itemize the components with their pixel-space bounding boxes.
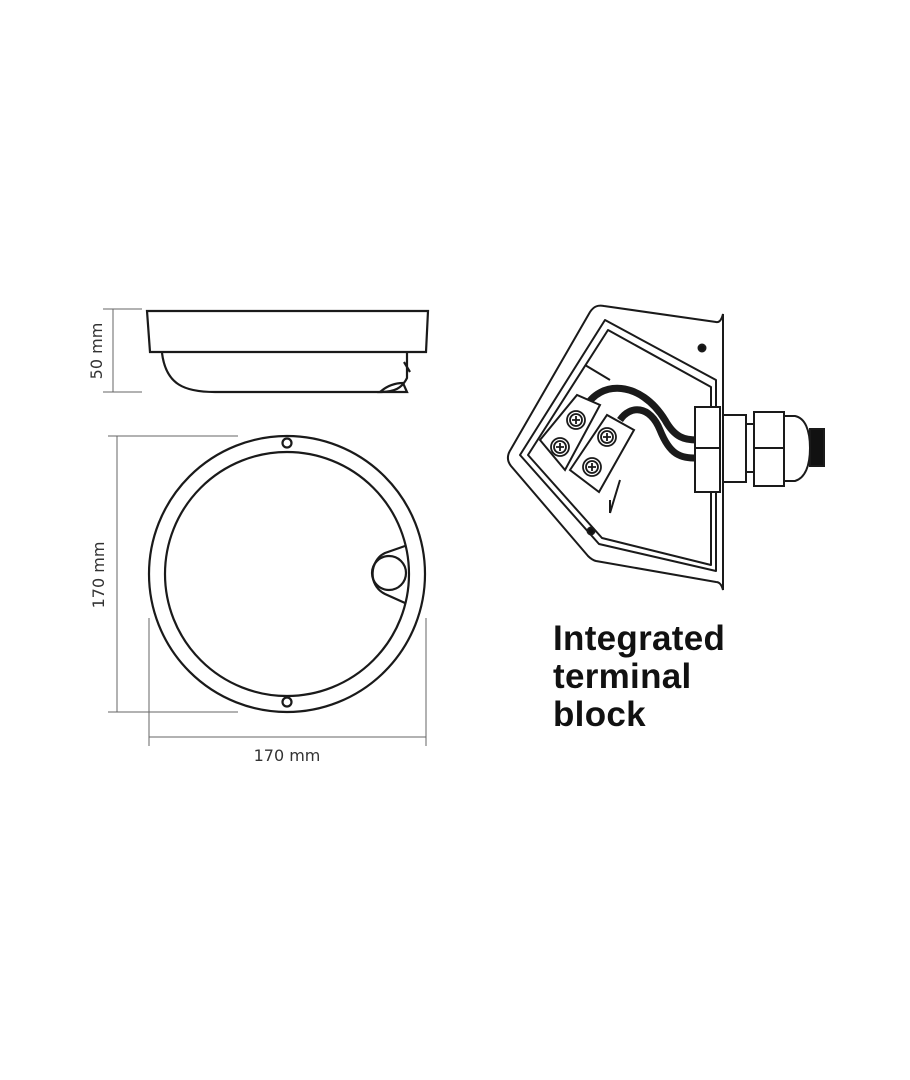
caption-line: block <box>553 695 646 734</box>
wire-2 <box>617 406 698 462</box>
caption-line: Integrated <box>553 619 726 658</box>
mount-hole-bottom <box>586 526 596 536</box>
screw-top-icon <box>281 437 293 449</box>
mounting-bracket <box>507 304 724 591</box>
height-dimension <box>103 308 142 393</box>
diameter-dimensions <box>108 435 427 746</box>
diameter-vertical-label: 170 mm <box>89 542 108 609</box>
sensor-bump <box>377 381 409 394</box>
outer-ring <box>147 434 427 714</box>
mount-hole-top <box>697 343 707 353</box>
wire-1 <box>581 384 698 444</box>
screw-icons <box>550 410 617 477</box>
height-label: 50 mm <box>87 323 106 380</box>
sensor-lens <box>370 554 408 592</box>
terminal-box <box>507 304 825 591</box>
diffuser-bowl <box>160 352 409 394</box>
inner-diffuser <box>163 450 411 698</box>
box-outer <box>519 319 717 572</box>
cable-end <box>809 428 825 467</box>
box-inner <box>527 329 712 566</box>
cable-gland <box>694 406 812 493</box>
terminal-block-caption: Integrated terminal block <box>553 620 725 734</box>
diameter-horizontal-label: 170 mm <box>254 746 321 765</box>
side-view <box>145 309 430 394</box>
sensor-housing <box>371 544 406 605</box>
housing-rim <box>145 309 430 354</box>
top-view <box>147 434 427 714</box>
caption-line: terminal <box>553 657 692 696</box>
screw-bottom-icon <box>281 696 293 708</box>
